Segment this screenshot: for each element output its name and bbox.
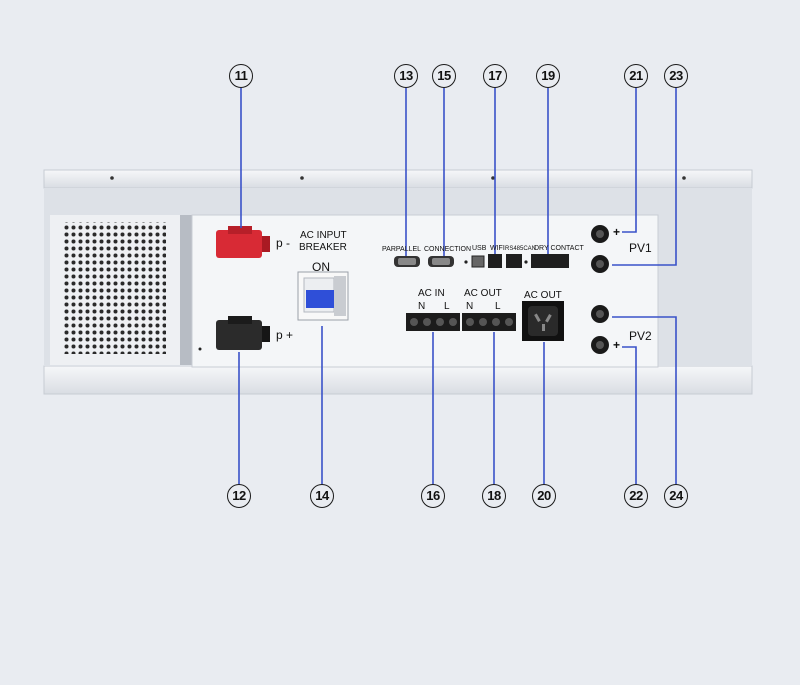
pv1-plus-connector [591,225,609,243]
callout-16: 16 [421,484,445,508]
callout-21: 21 [624,64,648,88]
wifi-port [488,254,502,268]
callout-20: 20 [532,484,556,508]
bottom-rail [43,365,753,395]
callout-13: 13 [394,64,418,88]
label-plus-pv2: + [613,338,621,352]
label-wifi: WIFI [490,245,505,252]
pv1-minus-connector [591,255,609,273]
label-rs485: RS485CAN [505,246,537,252]
label-usb: USB [472,245,487,252]
usb-port [471,255,485,268]
battery-negative-terminal [216,226,270,258]
label-on: ON [312,260,330,274]
label-breaker: BREAKER [299,242,347,253]
label-p-plus: p + [276,328,294,342]
label-l-out: L [495,301,501,312]
label-parallel: PARPALLEL [382,246,422,253]
ac-out-socket [522,301,564,341]
top-rail [43,169,753,189]
callout-14: 14 [310,484,334,508]
label-pv2: PV2 [629,329,652,343]
parallel-port [394,256,420,267]
ac-in-terminal-block [406,313,460,331]
rs485-port [506,254,522,268]
callout-23: 23 [664,64,688,88]
label-ac-in: AC IN [418,288,445,299]
dry-contact-port [531,254,569,268]
leader-lines [238,88,677,484]
callout-17: 17 [483,64,507,88]
label-connection: CONNECTION [424,246,472,253]
label-n-in: N [418,301,426,312]
callout-24: 24 [664,484,688,508]
callout-22: 22 [624,484,648,508]
label-dry-contact: DRY CONTACT [534,245,584,252]
callout-19: 19 [536,64,560,88]
ac-input-breaker [297,271,349,321]
callout-11: 11 [229,64,253,88]
callout-15: 15 [432,64,456,88]
callout-12: 12 [227,484,251,508]
label-p-minus: p - [276,236,291,250]
connection-port [428,256,454,267]
pv2-plus-connector [591,336,609,354]
label-n-out: N [466,301,474,312]
pv2-minus-connector [591,305,609,323]
label-l-in: L [444,301,450,312]
label-plus-pv1: + [613,225,621,239]
ac-out-terminal-block [462,313,516,331]
label-ac-input: AC INPUT [300,230,347,241]
label-pv1: PV1 [629,241,652,255]
label-ac-out-terminal: AC OUT [464,288,502,299]
battery-positive-terminal [216,316,270,350]
label-ac-out-socket: AC OUT [524,290,562,301]
callout-18: 18 [482,484,506,508]
vent-grille [62,222,166,354]
